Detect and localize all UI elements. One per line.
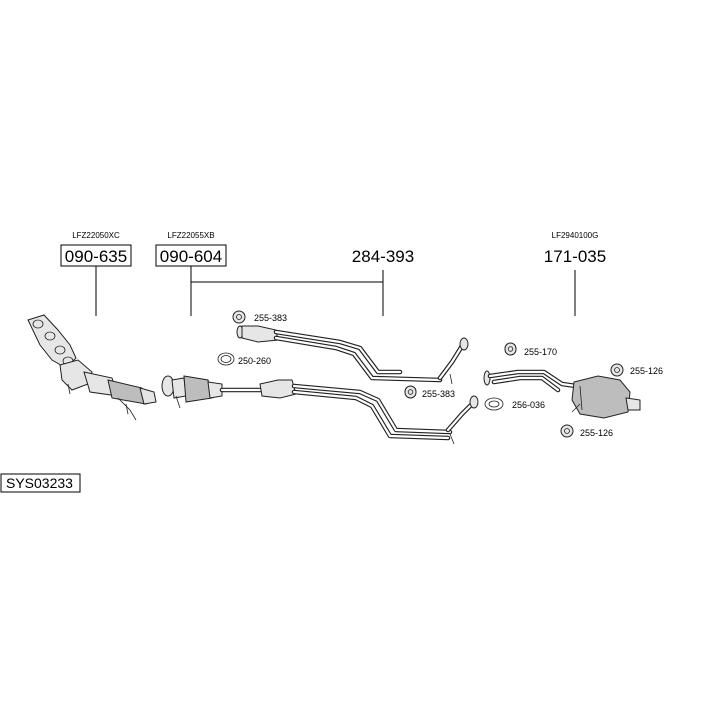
rear-silencer-part-number[interactable]: 171-035	[544, 247, 606, 266]
hanger-top-part-number[interactable]: 255-383	[254, 313, 287, 323]
system-id-label: SYS03233	[6, 475, 73, 491]
front-catalyst-drawing[interactable]	[161, 375, 223, 409]
manifold-cat-oe-label: LFZ22050XC	[72, 231, 120, 240]
hanger-rear-top[interactable]	[610, 363, 624, 377]
front-pipe-part-number[interactable]: 284-393	[352, 247, 414, 266]
manifold-cat-part-number[interactable]: 090-635	[65, 247, 127, 266]
gasket-part-number[interactable]: 256-036	[512, 400, 545, 410]
hanger-top[interactable]	[232, 310, 246, 324]
hanger-rear-top-part-number[interactable]: 255-126	[630, 366, 663, 376]
gasket[interactable]	[484, 397, 504, 411]
front-pipe-lower-drawing[interactable]	[219, 379, 479, 445]
front-cat-part-number[interactable]: 090-604	[160, 247, 222, 266]
hanger-mid-part-number[interactable]: 255-383	[422, 389, 455, 399]
hanger-center-part-number[interactable]: 255-170	[524, 347, 557, 357]
hanger-rear-bottom-part-number[interactable]: 255-126	[580, 428, 613, 438]
manifold-catalyst-drawing[interactable]	[27, 314, 157, 421]
clamp[interactable]	[217, 352, 235, 366]
front-cat-oe-label: LFZ22055XB	[167, 231, 214, 240]
clamp-part-number[interactable]: 250-260	[238, 356, 271, 366]
rear-silencer-drawing[interactable]	[483, 369, 641, 419]
rear-silencer-oe-label: LF2940100G	[552, 231, 599, 240]
front-pipe-upper-drawing[interactable]	[236, 325, 469, 385]
hanger-center[interactable]	[504, 342, 517, 356]
hanger-rear-bottom[interactable]	[560, 424, 574, 438]
system-id-box	[0, 473, 81, 493]
hanger-mid[interactable]	[404, 385, 417, 399]
